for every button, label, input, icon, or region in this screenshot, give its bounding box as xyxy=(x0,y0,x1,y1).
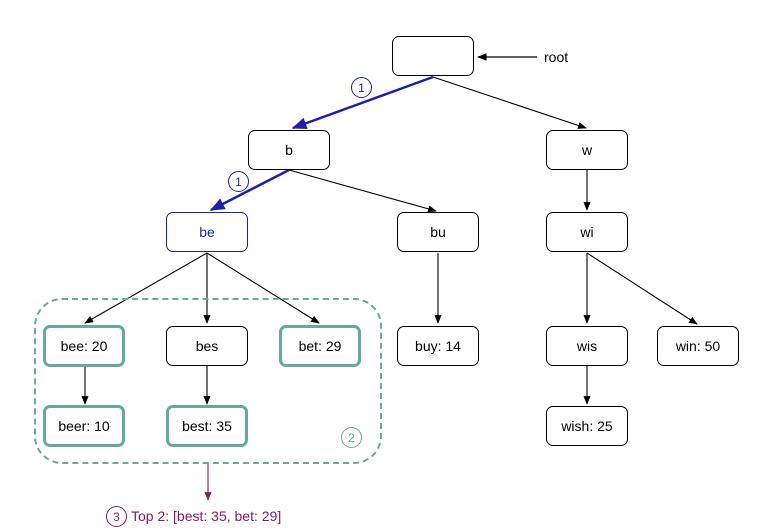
edge-wi-win xyxy=(586,252,698,325)
node-root xyxy=(392,36,474,76)
step-badge-1-b-to-be: 1 xyxy=(228,171,249,192)
node-bee: bee: 20 xyxy=(43,325,125,367)
node-wis: wis xyxy=(546,326,628,366)
result-label: Top 2: [best: 35, bet: 29] xyxy=(131,508,282,524)
node-b: b xyxy=(248,130,330,170)
node-win: win: 50 xyxy=(657,326,739,366)
node-buy: buy: 14 xyxy=(397,326,479,366)
edge-root-b xyxy=(291,75,434,130)
node-bet: bet: 29 xyxy=(279,325,361,367)
edge-be-bee xyxy=(84,252,208,324)
node-beer: beer: 10 xyxy=(43,405,125,447)
step-badge-2: 2 xyxy=(341,427,362,448)
node-bu: bu xyxy=(397,212,479,252)
edge-be-bet xyxy=(206,252,320,324)
node-wish: wish: 25 xyxy=(546,406,628,446)
edge-b-be xyxy=(209,168,290,212)
node-w: w xyxy=(546,130,628,170)
node-wi: wi xyxy=(546,212,628,252)
edge-b-bu xyxy=(288,169,437,213)
step-badge-1-root-to-b: 1 xyxy=(351,77,372,98)
node-bes: bes xyxy=(166,326,248,366)
edge-root-w xyxy=(432,76,587,129)
top-k-search-group xyxy=(34,298,382,464)
root-pointer-label: root xyxy=(544,49,569,65)
node-be: be xyxy=(166,212,248,252)
step-badge-3: 3 xyxy=(106,506,127,527)
node-best: best: 35 xyxy=(166,405,248,447)
